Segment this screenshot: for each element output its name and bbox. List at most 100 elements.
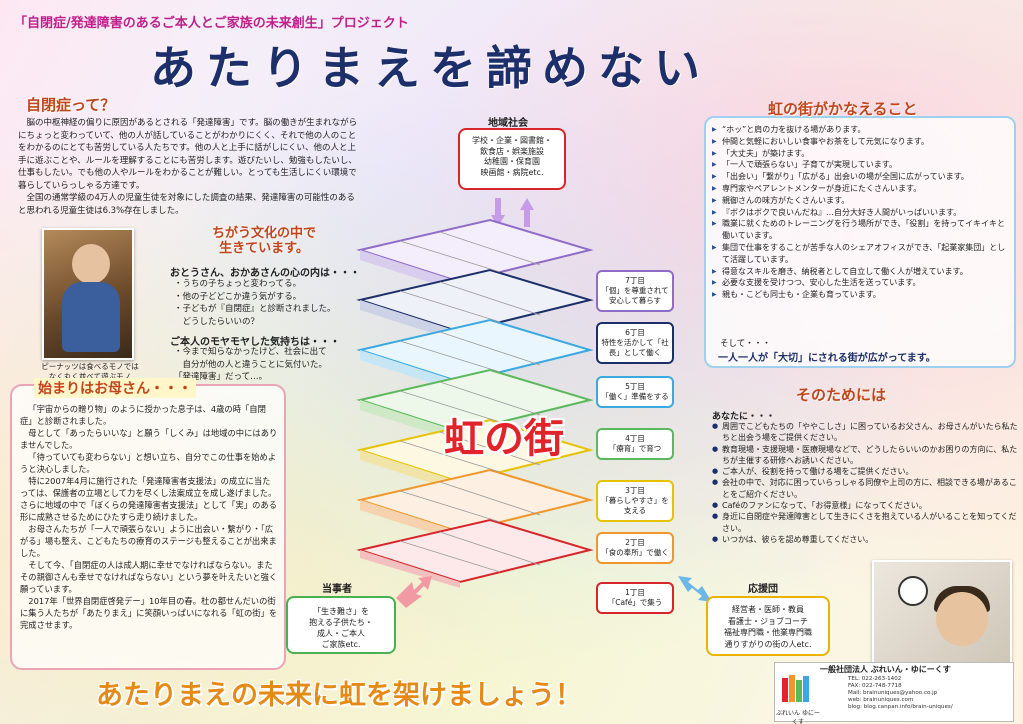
- boy-face: [936, 592, 988, 646]
- autism-heading: 自閉症って？: [26, 96, 116, 114]
- support-arrows-icon: [678, 576, 712, 602]
- arrow-down-stem: [495, 198, 501, 216]
- self-title: ご本人のモヤモヤした気持ちは・・・: [170, 337, 340, 348]
- street-desc: 「個」を尊重されて安心して暮らす: [601, 286, 669, 305]
- rainbow-and-then: そして・・・: [720, 339, 771, 349]
- benefit-item: 仲間と気軽においしい食事やお茶をして元気になります。: [712, 136, 1012, 148]
- rainbow-town-title: 虹の街: [444, 415, 564, 462]
- street-7: 7丁目 「個」を尊重されて安心して暮らす: [596, 270, 674, 312]
- for-that-intro: あなたに・・・: [712, 412, 776, 422]
- floor-4: [356, 368, 594, 442]
- main-title: あたりまえを諦めない: [150, 41, 710, 95]
- street-2: 2丁目 「食の奉所」で働く: [596, 532, 674, 564]
- mother-story: 「宇宙からの贈り物」のように授かった息子は、4歳の時「自閉症」と診断されました。…: [20, 403, 278, 631]
- mother-paragraph: 「待っていても変わらない」と想い立ち、自分でこの仕事を始めようと決心しました。: [20, 452, 277, 474]
- street-5: 5丁目 「働く」準備をする: [596, 376, 674, 408]
- child-photo: [42, 228, 134, 360]
- party-line: 「生き難さ」を: [313, 607, 369, 616]
- mother-paragraph: 2017年「世界自閉症啓発デー」10年目の春。杜の都せんだいの街に集う人たちが「…: [20, 596, 278, 630]
- project-label: 「自閉症/発達障害のあるご本人とご家族の未来創生」プロジェクト: [14, 16, 409, 31]
- child-face: [72, 244, 110, 284]
- mother-story-box: [10, 384, 286, 670]
- request-item: 周囲でこどもたちの「ややこしさ」に困っているお父さん、お母さんがいたら私たちと出…: [712, 421, 1018, 444]
- street-desc: 「食の奉所」で働く: [601, 548, 669, 557]
- benefit-item: 『ボクはボクで良いんだね』…自分大好き人間がいっぱいいます。: [712, 207, 1012, 219]
- benefit-item: 「一人で頑張らない」子育てが実現しています。: [712, 159, 1012, 171]
- floor-1: [356, 518, 594, 588]
- community-line: 学校・企業・図書館・: [472, 136, 552, 145]
- ball-shape: [898, 576, 928, 606]
- mother-paragraph: 母として「あったらいいな」と願う「しくみ」は地域の中にはありませんでした。: [20, 428, 278, 450]
- org-mail[interactable]: Mail: brainuniques@yahoo.co.jp: [848, 690, 938, 696]
- mother-paragraph: 特に2007年4月に施行された「発達障害者支援法」の成立に当たっては、保護者の立…: [20, 476, 277, 522]
- parents-item: ・うちの子ちょっと変わってる。: [174, 279, 302, 289]
- party-line: 成人・ご本人: [317, 629, 365, 638]
- community-line: 幼稚園・保育園: [484, 157, 540, 166]
- self-item: 「発達障害」だって…。: [174, 372, 268, 382]
- rainbow-benefits-heading: 虹の街がかなえること: [768, 100, 918, 118]
- street-name: 5丁目: [625, 382, 645, 391]
- mother-paragraph: そして今、「自閉症の人は成人期に幸せでなければならない。またその親御さんも幸せで…: [20, 560, 278, 594]
- street-name: 6丁目: [625, 328, 645, 337]
- culture-heading: ちがう文化の中で 生きています。: [212, 226, 316, 256]
- benefit-item: 「出会い」「繋がり」「広がる」出会いの場が全国に広がっています。: [712, 171, 1012, 183]
- for-that-heading: そのためには: [796, 386, 887, 404]
- rainbow-benefits-list: “ホッ”と肩の力を抜ける場があります。 仲間と気軽においしい食事やお茶をして元気…: [712, 124, 1012, 301]
- floor-2: [356, 468, 594, 542]
- community-label: 地域社会: [488, 118, 528, 129]
- org-tel: TEL: 022-263-1402: [848, 676, 902, 682]
- mother-heading: 始まりはお母さん・・・: [34, 378, 196, 398]
- parents-item: ・他の子どどこか違う気がする。: [174, 291, 302, 302]
- request-item: Caféのファンになって、「お得意様」になってください。: [712, 500, 1018, 512]
- boy-with-ball-photo: [872, 560, 1012, 664]
- party-line: 抱える子供たち・: [309, 618, 373, 627]
- support-box: 経営者・医師・教員 看護士・ジョブコーチ 福祉専門職・他業専門職 通りすがりの街…: [706, 596, 830, 656]
- street-name: 2丁目: [625, 538, 645, 547]
- street-1: 1丁目 「Café」で集う: [596, 582, 674, 614]
- self-list: ・今まで知らなかったけど、社会に出て 自分が他の人と違うことに気付いた。 「発達…: [174, 346, 374, 384]
- org-fax: FAX: 022-748-7718: [848, 683, 902, 689]
- benefit-item: 必要な支援を受けつつ、安心した生活を送っています。: [712, 277, 1012, 289]
- autism-paragraph-2: 全国の通常学級の4万人の児童生徒を対象にした調査の結果、発達障害の可能性のあると…: [18, 193, 355, 216]
- community-line: 映画館・病院etc.: [480, 167, 544, 177]
- community-box: 学校・企業・図書館・ 飲食店・娯楽施設 幼稚園・保育園 映画館・病院etc.: [458, 128, 566, 190]
- street-desc: 「療育」で育つ: [608, 444, 662, 453]
- parents-list: ・うちの子ちょっと変わってる。 ・他の子どどこか違う気がする。 ・子どもが『自閉…: [174, 278, 374, 328]
- for-that-list: 周囲でこどもたちの「ややこしさ」に困っているお父さん、お母さんがいたら私たちと出…: [712, 421, 1018, 546]
- rainbow-conclusion: 一人一人が「大切」にされる街が広がってます。: [718, 353, 936, 364]
- organization-name: 一般社団法人 ぶれいん・ゆにーくす: [820, 665, 951, 674]
- self-item: ・今まで知らなかったけど、社会に出て: [174, 347, 327, 357]
- request-item: 身近に自閉症や発達障害として生きにくさを抱えている人がいることを知ってください。: [712, 511, 1018, 534]
- street-name: 1丁目: [625, 588, 645, 597]
- benefit-item: 親も・こども同士も・企業も育っています。: [712, 289, 1012, 301]
- street-desc: 「働く」準備をする: [601, 392, 669, 401]
- room-lines: [399, 231, 541, 573]
- floor-7: [356, 218, 594, 292]
- street-name: 4丁目: [625, 434, 645, 443]
- request-item: 会社の中で、対応に困っていらっしゃる同僚や上司の方に、相談できる場があることをご…: [712, 477, 1018, 500]
- support-line: 通りすがりの街の人etc.: [724, 639, 812, 649]
- rainbow-town-illustration: [356, 218, 594, 588]
- benefit-item: 専門家やペアレントメンターが身近にたくさんいます。: [712, 183, 1012, 195]
- org-web[interactable]: web: brainuniques.com: [848, 697, 914, 703]
- support-line: 看護士・ジョブコーチ: [728, 616, 808, 626]
- benefit-item: 職業に就くためのトレーニングを行う場所ができ、「役割」を持ってイキイキと働いてい…: [712, 218, 1012, 242]
- request-item: 教育現場・支援現場・医療現場などで、どうしたらいいのかお困りの方向に、私たちが主…: [712, 444, 1018, 467]
- street-4: 4丁目 「療育」で育つ: [596, 428, 674, 460]
- support-line: 福祉専門職・他業専門職: [724, 628, 812, 637]
- party-line: ご家族etc.: [321, 640, 361, 649]
- parents-title: おとうさん、おかあさんの心の内は・・・: [170, 268, 360, 279]
- organization-logo-icon: [782, 675, 809, 702]
- autism-paragraph-1: 脳の中枢神経の偏りに原因があるとされる「発達障害」です。脳の働きが生まれながらに…: [18, 118, 358, 191]
- street-desc: 特性を活かして「社長」として働く: [601, 338, 669, 357]
- child-body: [62, 282, 120, 352]
- party-label: 当事者: [322, 584, 352, 595]
- benefit-item: 集団で仕事をすることが苦手な人のシェアオフィスができ、「起業家集団」として活躍し…: [712, 242, 1012, 266]
- org-blog[interactable]: blog: blog.canpan.info/brain-uniques/: [848, 704, 953, 710]
- benefit-item: 得意なスキルを磨き、納税者として自立して働く人が増えています。: [712, 266, 1012, 278]
- request-item: ご本人が、役割を持って働ける場をご提供ください。: [712, 466, 1018, 478]
- community-line: 飲食店・娯楽施設: [480, 146, 544, 156]
- self-item: 自分が他の人と違うことに気付いた。: [174, 359, 328, 370]
- request-item: いつかは、彼らを認め尊重してください。: [712, 534, 1018, 546]
- culture-heading-line-1: ちがう文化の中で: [212, 226, 317, 241]
